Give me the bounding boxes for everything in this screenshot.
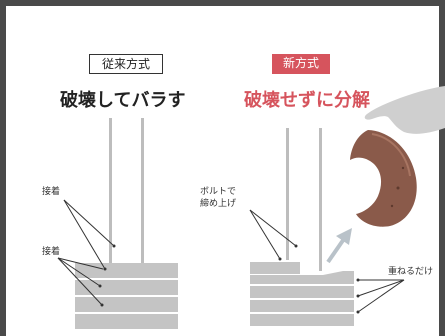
old-plate-3 bbox=[75, 297, 178, 312]
removed-part bbox=[350, 130, 417, 227]
new-method-tag: 新方式 bbox=[272, 54, 330, 74]
old-plate-4 bbox=[75, 314, 178, 329]
new-annotation-stack: 重ねるだけ bbox=[388, 267, 434, 277]
new-top-plate bbox=[250, 262, 300, 274]
old-rod-left bbox=[109, 118, 112, 263]
removed-part-highlight bbox=[371, 133, 411, 177]
old-plate-2 bbox=[75, 280, 178, 295]
old-annotation-dots bbox=[98, 244, 116, 307]
new-plate-4 bbox=[250, 314, 354, 326]
lift-arrow bbox=[326, 228, 352, 264]
new-rod-right bbox=[319, 128, 322, 271]
new-annotation-bolt-line2: 締め上げ bbox=[200, 199, 237, 209]
new-method-title: 破壊せずに分解 bbox=[244, 90, 370, 111]
new-plate-2 bbox=[250, 286, 354, 298]
old-method-title: 破壊してバラす bbox=[60, 90, 186, 111]
new-annotation-lines bbox=[249, 209, 405, 313]
removed-part-holes bbox=[390, 166, 405, 208]
hand-silhouette bbox=[364, 86, 445, 134]
old-annotation-bottom: 接着 bbox=[42, 247, 61, 257]
new-rod-left bbox=[286, 128, 289, 260]
old-plate-1 bbox=[75, 263, 178, 278]
new-annotation-bolt-line1: ボルトで bbox=[200, 187, 237, 197]
old-rod-right bbox=[141, 118, 144, 263]
new-plate-3 bbox=[250, 300, 354, 312]
old-method-tag: 従来方式 bbox=[89, 54, 163, 74]
old-annotation-lines bbox=[57, 199, 115, 306]
old-annotation-top: 接着 bbox=[42, 187, 61, 197]
new-plate-1 bbox=[250, 271, 354, 284]
new-annotation-dots bbox=[278, 244, 360, 314]
